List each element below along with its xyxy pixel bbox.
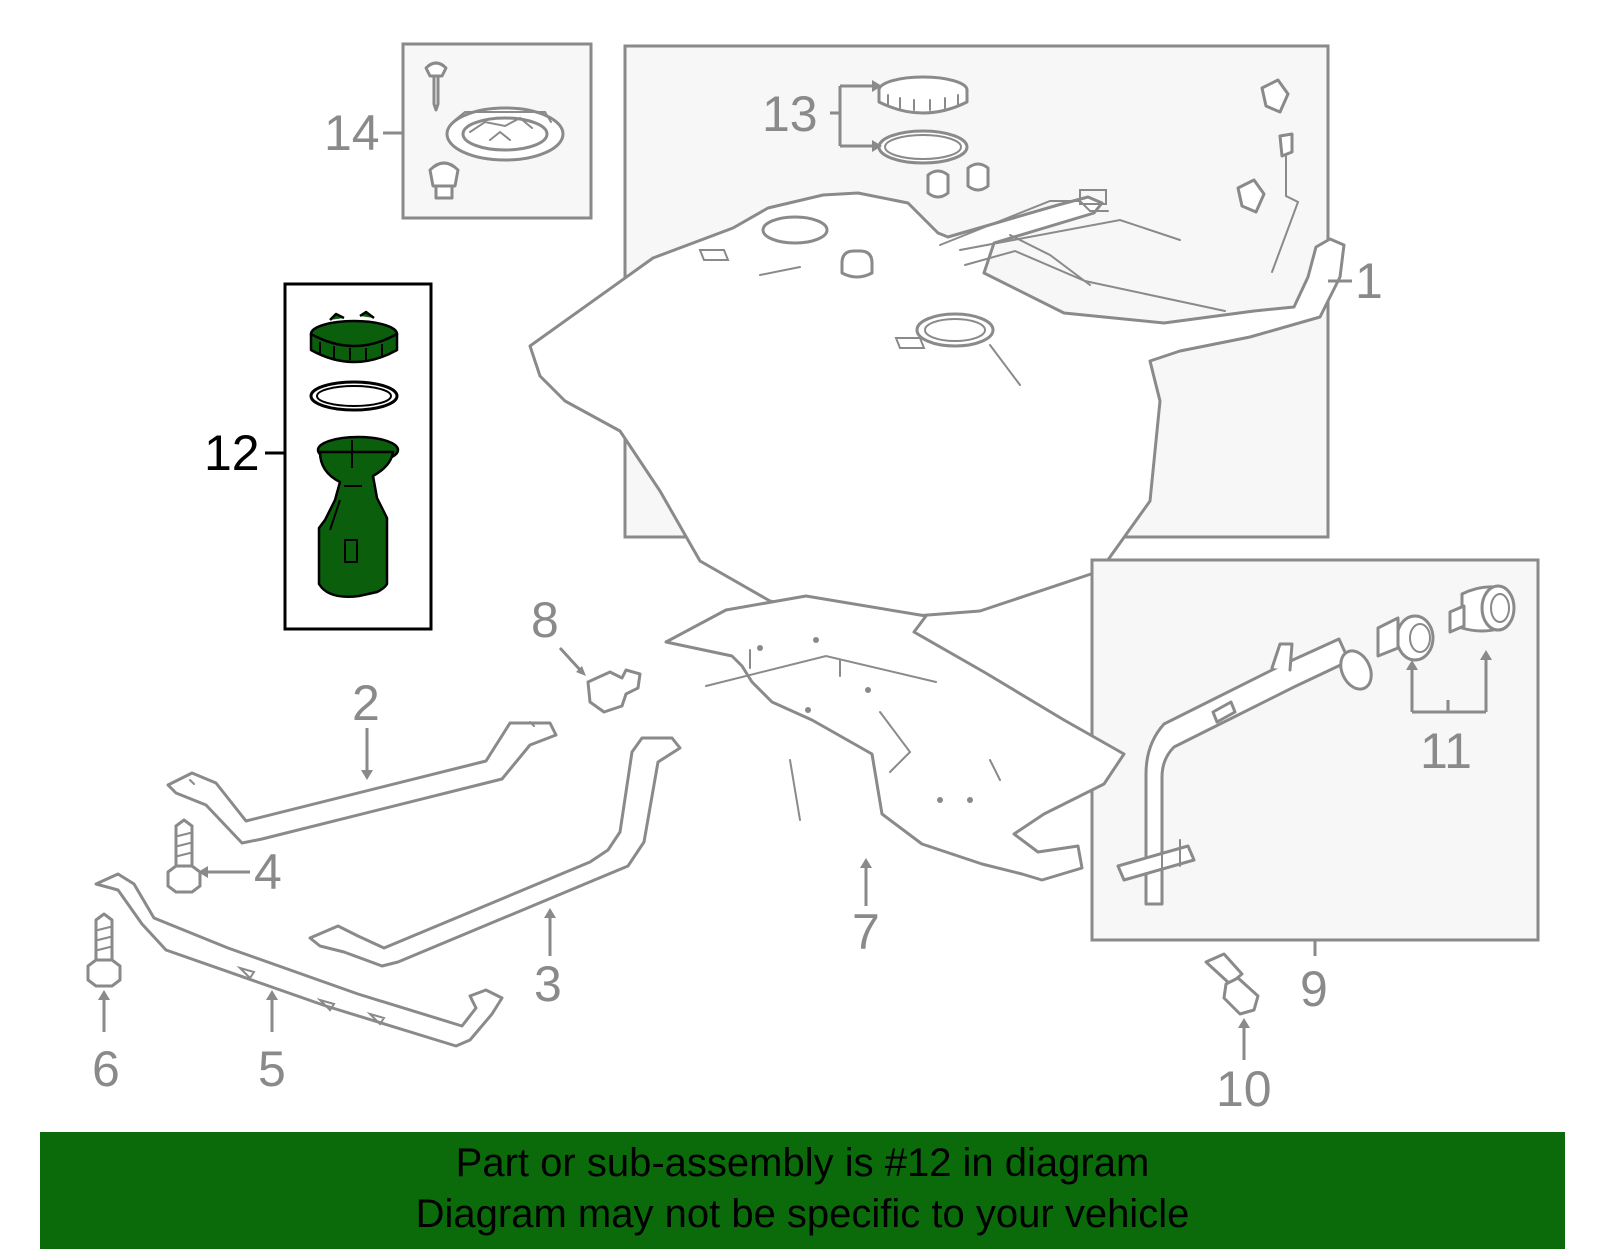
- callout-11: 11: [1420, 723, 1472, 779]
- callout-9: 9: [1300, 961, 1328, 1017]
- part-5-strap: [94, 872, 504, 1048]
- part-9-group: [1090, 558, 1540, 942]
- part-12-group: [283, 282, 433, 631]
- part-6-bolt: [86, 912, 122, 988]
- callout-10: 10: [1216, 1061, 1272, 1117]
- part-2-strap: [166, 721, 558, 845]
- part-4-bolt: [166, 818, 202, 894]
- part-3-strap: [308, 736, 682, 968]
- banner-line-1: Part or sub-assembly is #12 in diagram: [455, 1141, 1150, 1185]
- fuel-tank: [528, 191, 1346, 623]
- banner-line-2: Diagram may not be specific to your vehi…: [415, 1192, 1190, 1236]
- callout-4: 4: [254, 844, 282, 900]
- callout-8: 8: [531, 592, 559, 648]
- callout-6: 6: [92, 1041, 120, 1097]
- callout-labels: 14 13 1 12 8 2 11 4 7 3 9 6 5 10: [92, 86, 1472, 1117]
- leader-lines: [98, 80, 1492, 1060]
- part-10-bolt: [1204, 952, 1260, 1016]
- part-7-heat-shield: [664, 594, 1126, 882]
- part-8-clip: [586, 668, 642, 714]
- diagram-note-banner: Part or sub-assembly is #12 in diagram D…: [40, 1132, 1565, 1249]
- part-1-group: [528, 44, 1346, 623]
- callout-7: 7: [852, 904, 880, 960]
- callout-5: 5: [258, 1041, 286, 1097]
- callout-14: 14: [324, 105, 380, 161]
- callout-13: 13: [762, 86, 818, 142]
- part-14-group: [401, 42, 593, 220]
- callout-3: 3: [534, 956, 562, 1012]
- callout-2: 2: [352, 675, 380, 731]
- callout-1: 1: [1355, 253, 1383, 309]
- callout-12: 12: [204, 425, 260, 481]
